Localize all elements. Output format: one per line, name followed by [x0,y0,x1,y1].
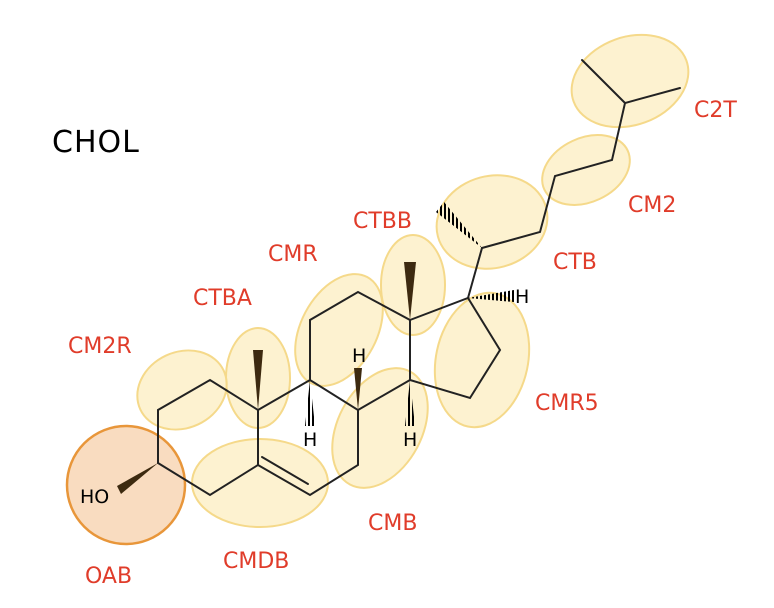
bond-ring-b [257,378,359,497]
bead-label-c2t: C2T [694,98,737,123]
bead-label-cmr: CMR [268,242,318,267]
hash-layer [305,202,514,426]
bead-label-cm2: CM2 [628,193,677,218]
wedge-hydroxyl [117,463,158,494]
hash-h-c14 [405,380,415,426]
atom-h-c8: H [352,345,366,367]
wedge-layer [117,262,416,494]
bond-ring-d [409,296,502,400]
atom-h-c17: H [515,286,529,308]
bead-label-cmb: CMB [368,511,418,536]
molecule-title: CHOL [52,125,140,160]
bead-ctb [435,174,549,270]
atom-hydroxyl: HO [80,486,109,508]
bead-label-cm2r: CM2R [68,334,132,359]
hash-methyl-c20 [436,202,482,248]
bead-label-oab: OAB [85,564,133,589]
atom-label-layer: HO H H H H [80,286,529,508]
bead-label-cmdb: CMDB [223,549,290,574]
hash-h-c9 [305,380,315,426]
atom-h-c9: H [303,429,317,451]
wedge-methyl-c13 [404,262,416,320]
bond-ring-c [309,290,411,411]
atom-h-c14: H [403,429,417,451]
bead-label-ctb: CTB [553,250,597,275]
bead-label-ctba: CTBA [193,286,252,311]
hash-h-c17 [468,290,514,302]
wedge-methyl-c10 [253,350,263,410]
bead-c2t [570,33,690,129]
bead-cm2 [541,134,631,206]
bead-cmr [294,273,384,387]
bead-label-cmr5: CMR5 [535,391,599,416]
bead-label-ctbb: CTBB [353,209,412,234]
bond-isopropyl [581,59,626,104]
bond-double [261,456,309,485]
wedge-h-c8 [354,368,362,410]
